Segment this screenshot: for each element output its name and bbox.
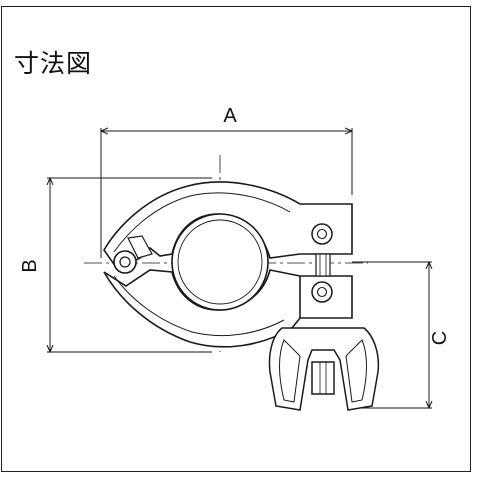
hinge-link [127,235,153,259]
clamp-inner-outline [113,192,291,253]
bore-inner-circle [177,219,263,305]
wing-nut [268,327,380,411]
dimension-a [101,128,352,258]
dimension-b [47,178,212,352]
dimension-a-label: A [223,105,237,127]
dimension-c [352,262,432,408]
dimension-b-label: B [19,259,41,272]
dimension-c-label: C [429,331,451,345]
hinge-pin-hole [119,256,131,268]
bore-circle [171,213,269,311]
clamp-inner-outline-lower [113,275,285,337]
bolt-shank [315,253,331,277]
drawing-title: 寸法図 [14,49,93,78]
